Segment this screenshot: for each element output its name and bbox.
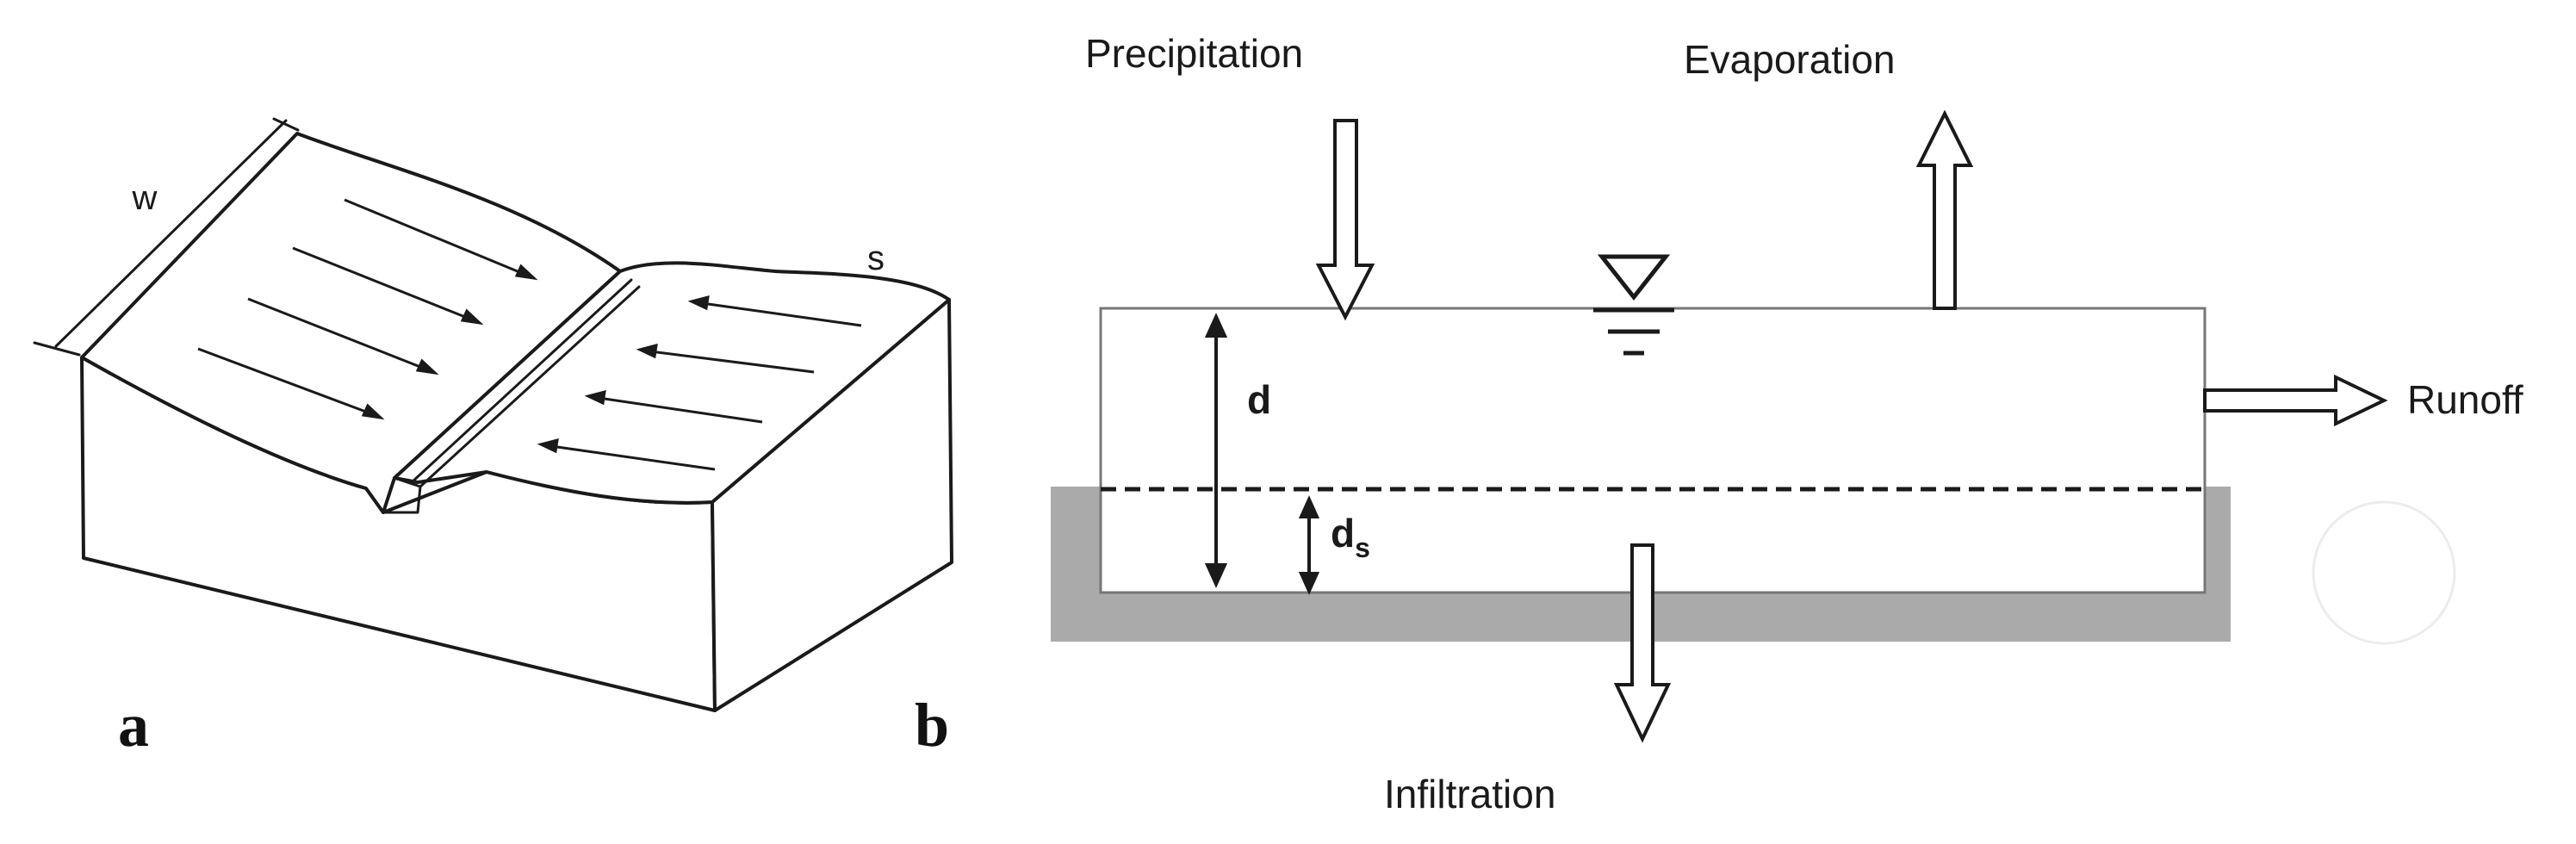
storage-depth-main: d xyxy=(1331,511,1355,555)
runoff-arrow-icon xyxy=(2203,374,2388,427)
right-slope-surface xyxy=(393,261,951,505)
panel-b-label: b xyxy=(915,691,949,760)
slope-label: s xyxy=(867,239,885,277)
flow-arrow xyxy=(197,347,385,420)
infiltration-label: Infiltration xyxy=(1384,772,1555,816)
flow-arrow xyxy=(537,438,716,471)
flow-arrow xyxy=(344,198,538,281)
panel-a-catchment-block xyxy=(33,117,953,712)
width-dimension-line xyxy=(54,119,288,348)
channel-edge-2 xyxy=(410,278,633,484)
flow-arrow xyxy=(584,389,763,424)
depth-d-label: d xyxy=(1247,377,1271,422)
channel-edge-1 xyxy=(393,270,622,480)
storage-depth-subscript: s xyxy=(1355,532,1370,563)
water-level-icon xyxy=(1593,254,1674,356)
width-label: w xyxy=(132,179,158,217)
panel-a-label: a xyxy=(118,691,149,760)
channel-edge-3 xyxy=(419,285,641,488)
evaporation-arrow-icon xyxy=(1915,109,1974,310)
precipitation-arrow-icon xyxy=(1315,119,1375,321)
runoff-label: Runoff xyxy=(2407,377,2523,422)
flow-arrow xyxy=(292,246,484,326)
depth-ds-arrow xyxy=(1298,495,1320,595)
evaporation-label: Evaporation xyxy=(1684,37,1896,82)
flow-arrow xyxy=(636,343,815,374)
slope-flow-arrows xyxy=(197,198,862,471)
width-dimension-tick-bottom xyxy=(33,341,81,357)
soil-layer xyxy=(1051,487,2231,642)
infiltration-arrow-icon xyxy=(1613,543,1672,743)
flow-arrow xyxy=(247,297,439,375)
flow-arrow xyxy=(687,295,862,327)
channel-outlet xyxy=(382,476,422,514)
width-dimension-tick-top xyxy=(272,117,300,132)
precipitation-label: Precipitation xyxy=(1085,31,1303,76)
depth-d-arrow xyxy=(1204,313,1228,588)
decorative-circle xyxy=(2312,500,2456,645)
storage-depth-label: ds xyxy=(1331,511,1370,563)
